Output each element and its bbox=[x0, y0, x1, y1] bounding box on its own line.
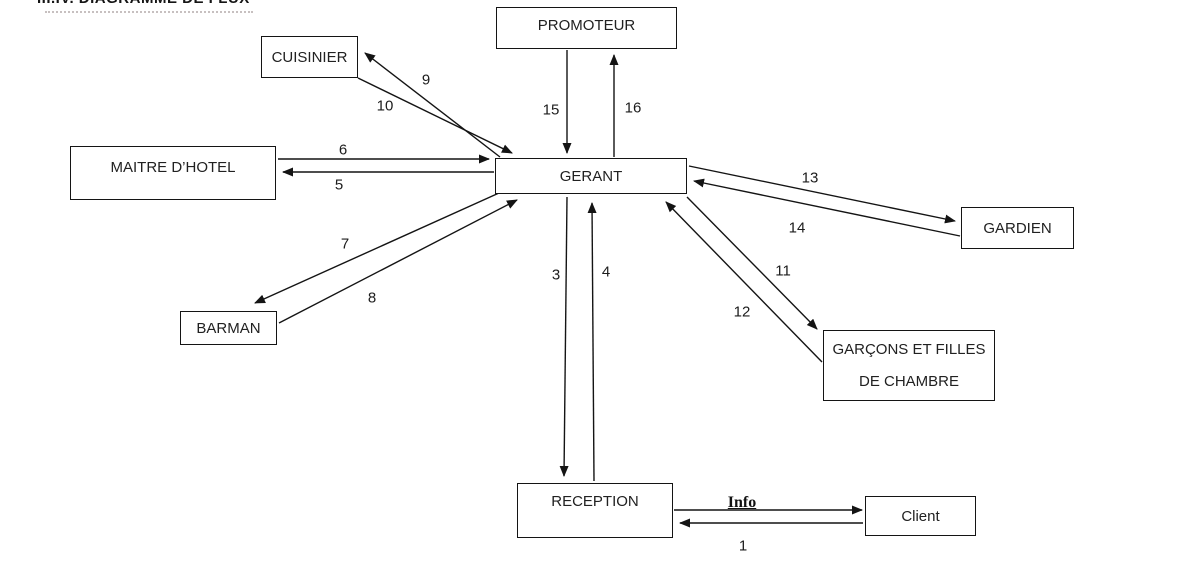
flow-arrow-13 bbox=[688, 165, 956, 224]
flow-label-1: 1 bbox=[738, 537, 748, 555]
node-cuisinier-label: CUISINIER bbox=[271, 48, 348, 66]
flow-label-9: 9 bbox=[421, 71, 431, 89]
flow-label-13: 13 bbox=[801, 169, 819, 187]
flow-label-4: 4 bbox=[601, 263, 611, 281]
flow-label-14: 14 bbox=[788, 219, 806, 237]
flow-arrow-7 bbox=[254, 192, 500, 304]
node-reception-label: RECEPTION bbox=[551, 493, 639, 510]
page-title: III.IV. DIAGRAMME DE FLUX bbox=[37, 0, 250, 7]
flow-label-7: 7 bbox=[340, 235, 350, 253]
node-gerant: GERANT bbox=[495, 158, 687, 194]
flow-arrow-11 bbox=[686, 196, 818, 330]
flow-label-11: 11 bbox=[775, 262, 791, 280]
flow-arrow-8 bbox=[278, 199, 518, 324]
flow-label-3: 3 bbox=[551, 266, 561, 284]
node-cuisinier: CUISINIER bbox=[261, 36, 358, 78]
node-gardien: GARDIEN bbox=[961, 207, 1074, 249]
node-barman: BARMAN bbox=[180, 311, 277, 345]
node-client-label: Client bbox=[901, 507, 940, 525]
flow-label-16: 16 bbox=[624, 99, 642, 117]
node-promoteur-label: PROMOTEUR bbox=[537, 17, 636, 34]
flow-label-8: 8 bbox=[367, 289, 377, 307]
node-barman-label: BARMAN bbox=[196, 319, 261, 337]
flow-label-5: 5 bbox=[334, 176, 344, 194]
flow-arrow-10 bbox=[357, 77, 513, 154]
node-gardien-label: GARDIEN bbox=[983, 219, 1052, 237]
flow-label-info: Info bbox=[727, 494, 757, 511]
flow-label-10: 10 bbox=[376, 97, 394, 115]
flow-arrow-3 bbox=[559, 196, 569, 477]
node-garcons-line1: GARÇONS ET FILLES bbox=[832, 341, 986, 358]
node-gerant-label: GERANT bbox=[559, 167, 623, 185]
flow-label-12: 12 bbox=[733, 303, 751, 321]
title-spellcheck-underline bbox=[45, 11, 253, 13]
node-promoteur: PROMOTEUR bbox=[496, 7, 677, 49]
node-client: Client bbox=[865, 496, 976, 536]
flow-arrow-4 bbox=[587, 202, 597, 482]
node-reception: RECEPTION bbox=[517, 483, 673, 538]
node-maitre-hotel: MAITRE D’HOTEL bbox=[70, 146, 276, 200]
node-garcons-line2: DE CHAMBRE bbox=[858, 373, 959, 390]
node-maitre-hotel-label: MAITRE D’HOTEL bbox=[110, 158, 236, 176]
node-garcons-filles-de-chambre: GARÇONS ET FILLES DE CHAMBRE bbox=[823, 330, 995, 401]
flow-arrow-14 bbox=[693, 178, 961, 237]
flow-label-6: 6 bbox=[338, 141, 348, 159]
flow-label-15: 15 bbox=[542, 101, 560, 119]
